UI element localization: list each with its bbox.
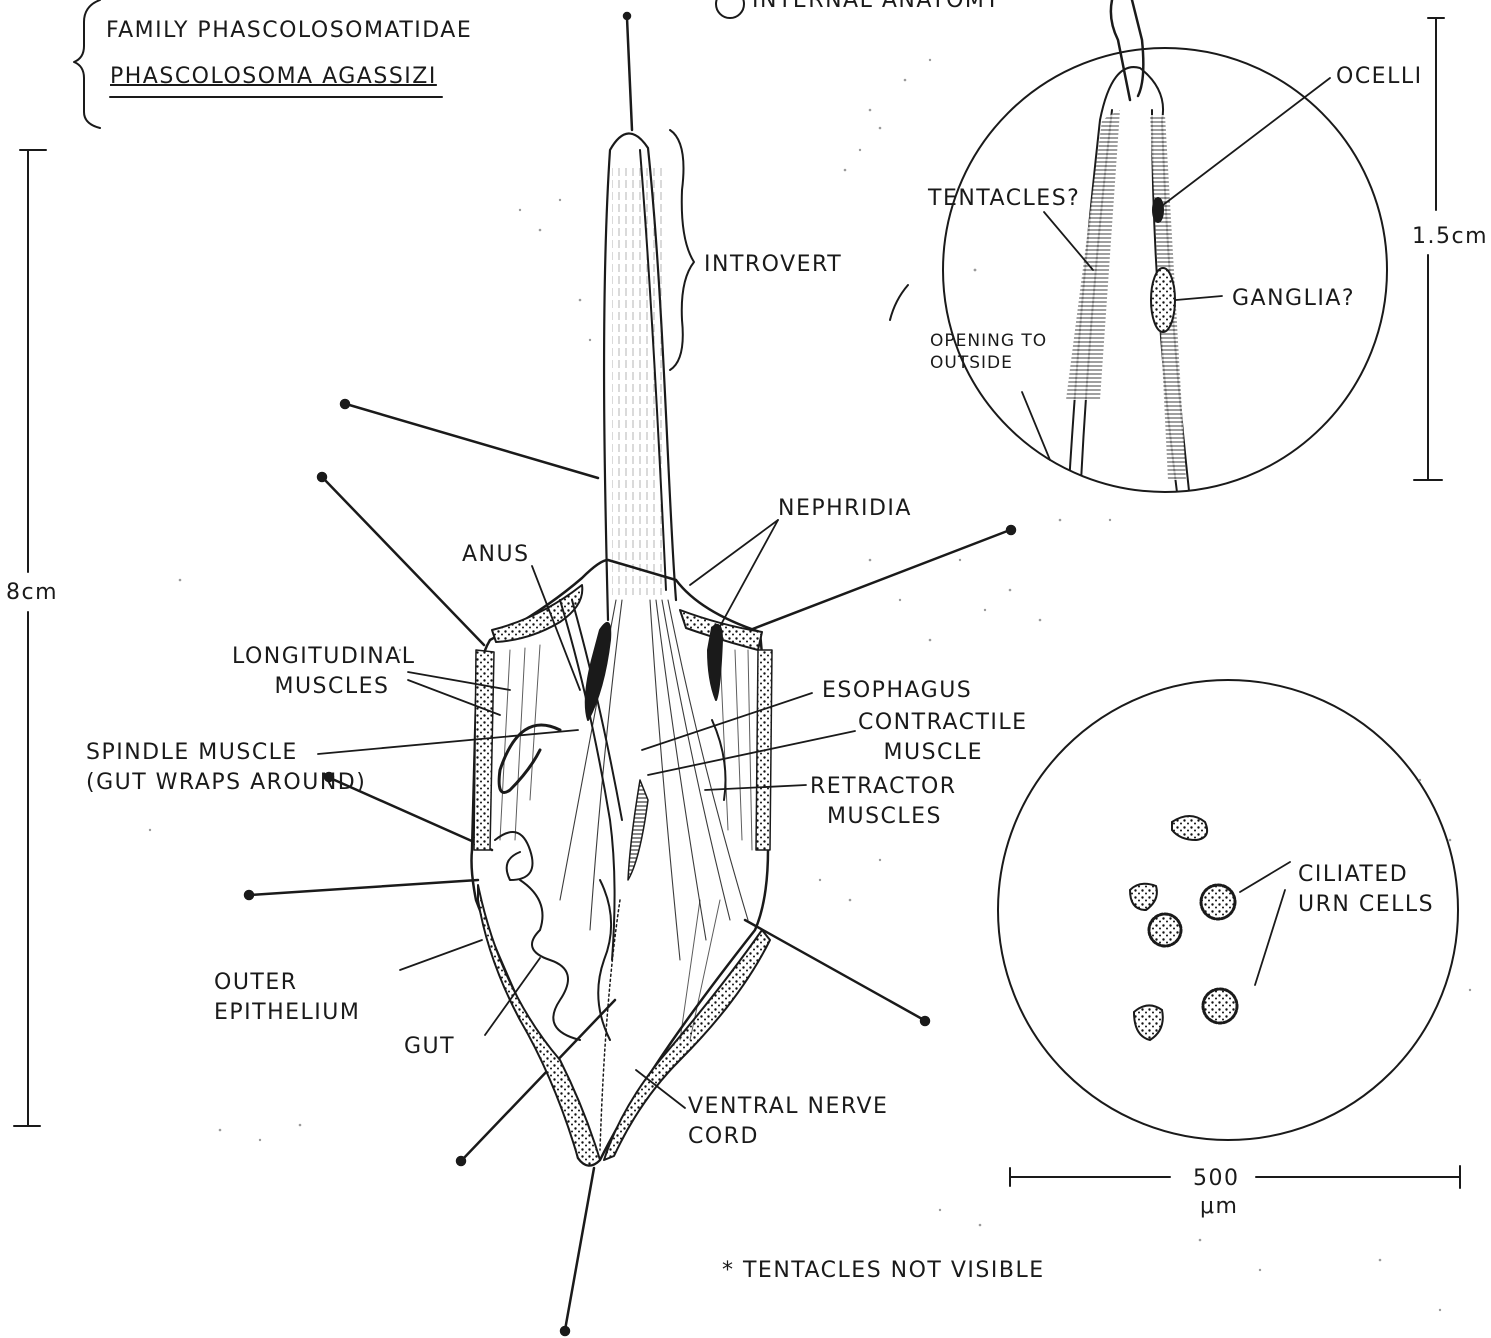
title-number-circle [716, 0, 744, 18]
label-ventral-nerve-cord: VENTRAL NERVE CORD [688, 1092, 888, 1152]
ciliated-urn-cell [1201, 885, 1235, 919]
ciliated-urn-cell [1149, 914, 1181, 946]
header-brace [74, 0, 100, 128]
footnote: * TENTACLES NOT VISIBLE [722, 1256, 1045, 1286]
label-esophagus: ESOPHAGUS [822, 676, 972, 706]
body-scale-bar [14, 150, 46, 1126]
inset-cable [1111, 0, 1130, 100]
urn-cell-inset [998, 680, 1460, 1188]
urn-leader-lines [1240, 862, 1290, 985]
label-contractile-muscle: CONTRACTILE MUSCLE [858, 708, 1028, 768]
family-name: FAMILY PHASCOLOSOMATIDAE [106, 16, 472, 46]
longitudinal-muscle-lines [500, 645, 752, 1040]
left-body-wall [474, 650, 494, 850]
right-nephridium [708, 625, 722, 700]
cell-scale-unit: μm [1200, 1192, 1238, 1222]
ganglion [1151, 268, 1175, 332]
esophagus-tube [628, 780, 648, 880]
urn-cell [1130, 884, 1157, 910]
body-outline [472, 560, 769, 1166]
label-spindle-muscle: SPINDLE MUSCLE (GUT WRAPS AROUND) [86, 738, 366, 798]
label-gut: GUT [404, 1032, 455, 1062]
leader-lines [318, 520, 855, 1108]
label-nephridia: NEPHRIDIA [778, 494, 912, 524]
tip-scale-label: 1.5cm [1412, 222, 1488, 252]
introvert-brace [670, 130, 694, 370]
partial-title: INTERNAL ANATOMY [752, 0, 1000, 16]
label-opening-to-outside: OPENING TO OUTSIDE [930, 330, 1047, 374]
label-ciliated-urn-cells: CILIATED URN CELLS [1298, 860, 1434, 920]
label-ocelli: OCELLI [1336, 62, 1423, 92]
gut-coils [495, 832, 611, 1040]
ciliated-urn-cell [1203, 989, 1237, 1023]
urn-cell [1172, 816, 1207, 840]
body-scale-label: 8cm [6, 578, 58, 608]
ocellus [1153, 198, 1163, 222]
urn-cell [1134, 1005, 1163, 1040]
label-introvert: INTROVERT [704, 250, 842, 280]
label-retractor-muscles: RETRACTOR MUSCLES [810, 772, 957, 832]
cell-scale-value: 500 [1193, 1164, 1240, 1194]
label-longitudinal-muscles: LONGITUDINAL MUSCLES [232, 642, 416, 702]
label-outer-epithelium: OUTER EPITHELIUM [214, 968, 360, 1028]
species-name: PHASCOLOSOMA AGASSIZI [110, 62, 437, 92]
inset-side-brace [890, 285, 908, 320]
label-tentacles: TENTACLES? [928, 184, 1080, 214]
label-anus: ANUS [462, 540, 530, 570]
label-ganglia: GANGLIA? [1232, 284, 1355, 314]
